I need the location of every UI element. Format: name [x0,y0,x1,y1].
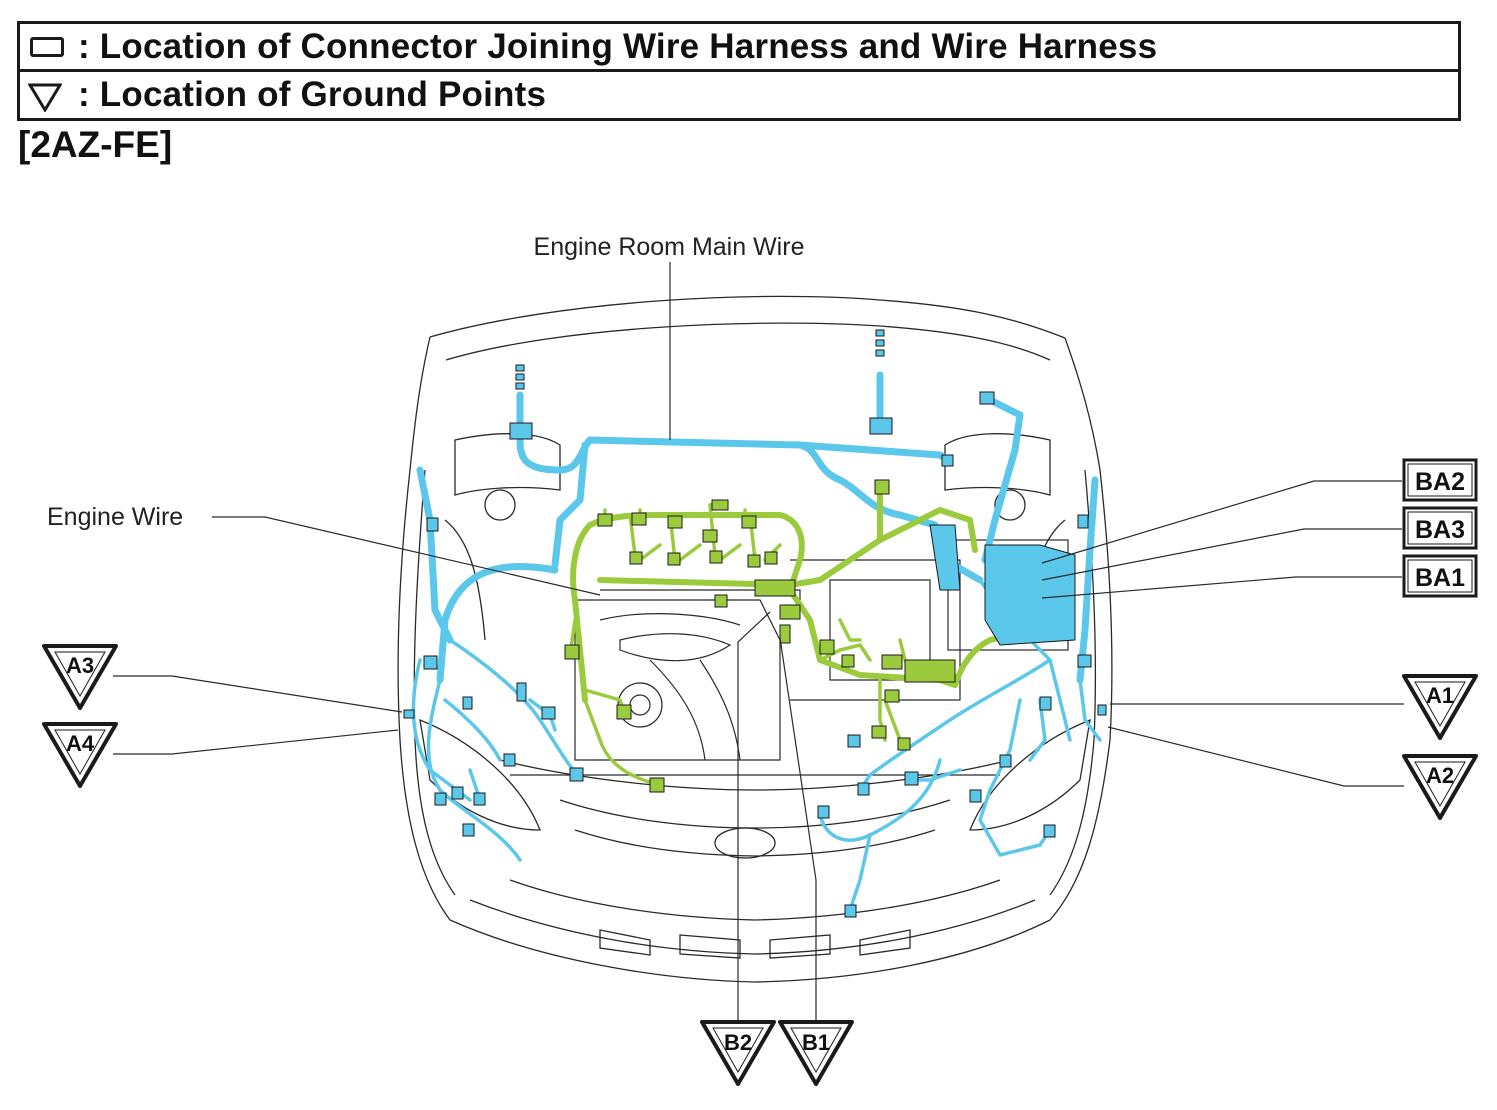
connector-label-ba3: BA3 [1415,516,1465,544]
connector-callout-ba3: BA3 [1402,506,1478,550]
ground-label-b2: B2 [724,1030,752,1055]
legend-ground-row: : Location of Ground Points [17,69,1461,121]
ground-label-a1: A1 [1426,683,1454,708]
connector-callout-ba1: BA1 [1402,554,1478,598]
ground-point-a2: A2 [1402,754,1478,820]
ground-label-a2: A2 [1426,763,1454,788]
leader-lines [113,262,1404,1022]
triangle-down-icon [20,72,78,118]
rectangle-icon [20,24,78,69]
green-connectors [564,479,956,793]
engine-code-title: [2AZ-FE] [18,124,173,165]
ground-point-a4: A4 [42,722,118,788]
ground-point-b1: B1 [778,1020,854,1086]
ground-point-b2: B2 [700,1020,776,1086]
blue-connectors [403,329,1107,918]
engine-wire-label: Engine Wire [47,503,183,531]
ground-label-b1: B1 [802,1030,830,1055]
connector-label-ba1: BA1 [1415,564,1465,592]
legend-connector-text: : Location of Connector Joining Wire Har… [78,26,1158,66]
ground-label-a4: A4 [66,731,95,756]
connector-callout-ba2: BA2 [1402,458,1478,502]
ground-point-a1: A1 [1402,674,1478,740]
connector-label-ba2: BA2 [1415,468,1465,496]
ground-label-a3: A3 [66,653,94,678]
engine-room-main-wire-label: Engine Room Main Wire [534,233,805,261]
legend-ground-text: : Location of Ground Points [78,75,547,114]
ground-point-a3: A3 [42,644,118,710]
